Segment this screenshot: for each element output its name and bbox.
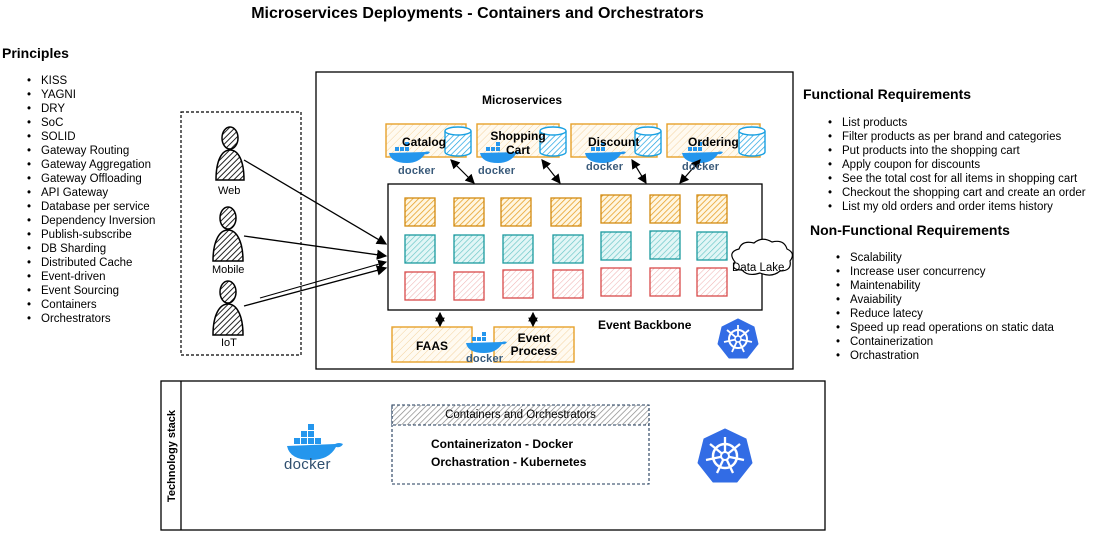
- docker-text-discount: docker: [586, 161, 624, 173]
- list-item: YAGNI: [27, 88, 155, 102]
- list-item: KISS: [27, 74, 155, 88]
- docker-whale-icon-catalog: [389, 142, 430, 163]
- list-item: Maintenability: [836, 279, 1054, 293]
- list-item: Distributed Cache: [27, 256, 155, 270]
- event-process-label: Event Process: [510, 331, 558, 358]
- list-item: Gateway Routing: [27, 144, 155, 158]
- kubernetes-icon-large: [697, 428, 753, 483]
- cart-backbone-arrow: [541, 159, 561, 184]
- docker-text-ordering: docker: [682, 161, 720, 173]
- list-item: List my old orders and order items histo…: [828, 200, 1086, 214]
- microservices-box: [315, 71, 794, 370]
- data-lake-cloud-icon: [731, 238, 793, 276]
- list-item: List products: [828, 116, 1086, 130]
- list-item: Gateway Aggregation: [27, 158, 155, 172]
- ordering-label: Ordering: [688, 135, 739, 149]
- ordering-database-icon: [738, 126, 766, 157]
- red-event-row: [404, 267, 728, 301]
- docker-text-faas: docker: [466, 353, 504, 365]
- list-item: Event Sourcing: [27, 284, 155, 298]
- iot-arrow-1: [243, 265, 388, 307]
- data-lake-label: Data Lake: [732, 262, 785, 274]
- faas-label: FAAS: [415, 339, 448, 353]
- docker-whale-icon-cart: [480, 142, 521, 163]
- list-item: Orchestrators: [27, 312, 155, 326]
- list-item: Dependency Inversion: [27, 214, 155, 228]
- iot-label: IoT: [221, 337, 237, 349]
- list-item: Orchastration: [836, 349, 1054, 363]
- list-item: Avaiability: [836, 293, 1054, 307]
- tech-stack-label: Technology stack: [166, 409, 178, 503]
- non-functional-list: ScalabilityIncrease user concurrencyMain…: [834, 251, 1054, 363]
- list-item: DRY: [27, 102, 155, 116]
- list-item: Checkout the shopping cart and create an…: [828, 186, 1086, 200]
- non-functional-heading: Non-Functional Requirements: [810, 222, 1010, 238]
- docker-text-cart: docker: [478, 165, 516, 177]
- list-item: Containers: [27, 298, 155, 312]
- event-process-box: [493, 326, 575, 363]
- ordering-backbone-arrow: [679, 159, 701, 184]
- teal-event-row: [404, 230, 728, 264]
- kubernetes-icon-small: [717, 318, 759, 359]
- list-item: Speed up read operations on static data: [836, 321, 1054, 335]
- list-item: Event-driven: [27, 270, 155, 284]
- web-arrow: [243, 159, 388, 245]
- event-backbone-label: Event Backbone: [598, 318, 692, 332]
- docker-text-catalog: docker: [398, 165, 436, 177]
- iot-arrow-2: [259, 259, 388, 299]
- shopping-cart-label: Shopping Cart: [490, 129, 546, 157]
- list-item: Filter products as per brand and categor…: [828, 130, 1086, 144]
- catalog-database-icon: [444, 126, 472, 157]
- containers-orchestrators-box: [391, 404, 650, 485]
- diagram-title: Microservices Deployments - Containers a…: [251, 5, 704, 22]
- list-item: Database per service: [27, 200, 155, 214]
- list-item: Scalability: [836, 251, 1054, 265]
- catalog-label: Catalog: [402, 135, 447, 149]
- discount-database-icon: [634, 126, 662, 157]
- mobile-label: Mobile: [212, 264, 245, 276]
- docker-whale-icon-large: [287, 424, 343, 460]
- orange-event-row: [404, 194, 728, 227]
- list-item: SOLID: [27, 130, 155, 144]
- docker-whale-icon-faas: [466, 332, 507, 353]
- principles-heading: Principles: [2, 45, 69, 61]
- docker-whale-icon-discount: [585, 142, 626, 163]
- list-item: Gateway Offloading: [27, 172, 155, 186]
- docker-text-large: docker: [284, 456, 331, 473]
- mobile-user-icon: [212, 206, 244, 262]
- faas-box: [391, 326, 473, 363]
- list-item: See the total cost for all items in shop…: [828, 172, 1086, 186]
- web-user-icon: [215, 126, 245, 181]
- list-item: DB Sharding: [27, 242, 155, 256]
- list-item: SoC: [27, 116, 155, 130]
- functional-list: List productsFilter products as per bran…: [826, 116, 1086, 214]
- discount-backbone-arrow: [631, 158, 647, 185]
- discount-label: Discount: [588, 135, 640, 149]
- clients-box: [180, 111, 302, 356]
- web-label: Web: [218, 185, 241, 197]
- mobile-arrow: [243, 235, 388, 260]
- containers-orchestrators-header: [391, 404, 650, 426]
- list-item: Containerization: [836, 335, 1054, 349]
- list-item: Publish-subscribe: [27, 228, 155, 242]
- functional-heading: Functional Requirements: [803, 86, 972, 102]
- containers-orchestrators-title: Containers and Orchestrators: [445, 409, 596, 421]
- microservices-heading: Microservices: [482, 93, 563, 107]
- list-item: Increase user concurrency: [836, 265, 1054, 279]
- list-item: API Gateway: [27, 186, 155, 200]
- iot-user-icon: [212, 280, 244, 336]
- tech-stack-box: [160, 380, 826, 531]
- orchestration-line: Orchastration - Kubernetes: [431, 455, 587, 469]
- catalog-backbone-arrow: [450, 159, 475, 184]
- cart-database-icon: [539, 126, 567, 157]
- list-item: Put products into the shopping cart: [828, 144, 1086, 158]
- containerization-line: Containerizaton - Docker: [431, 437, 574, 451]
- list-item: Reduce latecy: [836, 307, 1054, 321]
- list-item: Apply coupon for discounts: [828, 158, 1086, 172]
- principles-list: KISSYAGNIDRYSoCSOLIDGateway RoutingGatew…: [25, 74, 155, 326]
